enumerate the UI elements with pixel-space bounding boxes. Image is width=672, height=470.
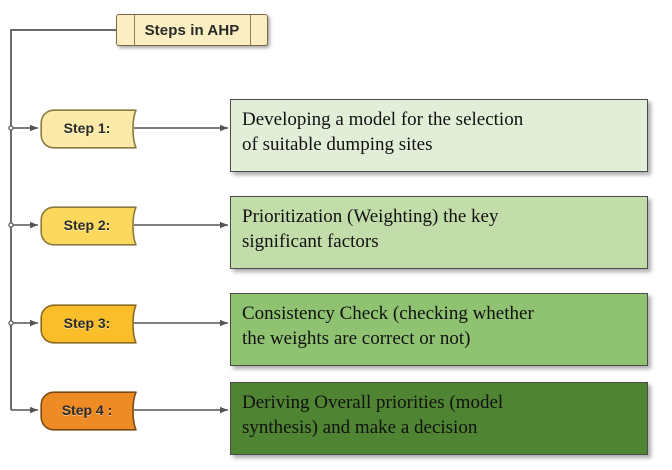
description-line: Deriving Overall priorities (model — [242, 392, 504, 413]
trunk-junction-1 — [8, 125, 14, 131]
description-line: Consistency Check (checking whether — [242, 303, 534, 324]
title-box-divider-right — [250, 15, 251, 45]
description-line: synthesis) and make a decision — [242, 417, 478, 439]
description-line: of suitable dumping sites — [242, 134, 433, 156]
diagram-title-box: Steps in AHP — [116, 14, 268, 46]
description-line: significant factors — [242, 231, 379, 253]
step-chip-shape-3 — [40, 304, 137, 344]
step-chip-2[interactable]: Step 2: — [40, 206, 148, 246]
trunk-junction-2 — [8, 222, 14, 228]
description-line: Prioritization (Weighting) the key — [242, 206, 499, 227]
description-box-2: Prioritization (Weighting) the key signi… — [230, 196, 648, 269]
step-chip-3[interactable]: Step 3: — [40, 304, 148, 344]
trunk-junction-3 — [8, 320, 14, 326]
step-chip-4[interactable]: Step 4 : — [40, 391, 148, 431]
step-chip-shape-1 — [40, 109, 137, 149]
step-chip-shape-4 — [40, 391, 137, 431]
description-line: Developing a model for the selection — [242, 109, 524, 130]
page-title: Steps in AHP — [144, 21, 240, 39]
step-chip-1[interactable]: Step 1: — [40, 109, 148, 149]
title-box-divider-left — [134, 15, 135, 45]
description-box-1: Developing a model for the selection of … — [230, 99, 648, 172]
step-chip-shape-2 — [40, 206, 137, 246]
description-line: the weights are correct or not) — [242, 328, 471, 350]
description-box-3: Consistency Check (checking whether the … — [230, 293, 648, 366]
description-box-4: Deriving Overall priorities (model synth… — [230, 382, 648, 455]
